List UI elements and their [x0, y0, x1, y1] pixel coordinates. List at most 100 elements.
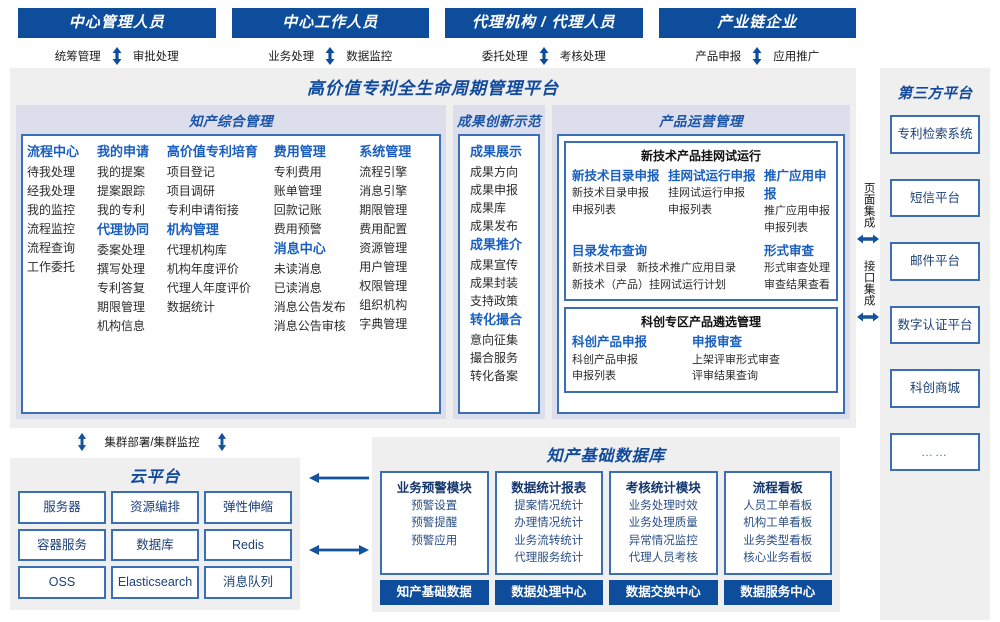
database-footer-service-center[interactable]: 数据服务中心 [723, 580, 832, 605]
menu-item[interactable]: 我的提案 [96, 165, 145, 180]
cloud-cell-orchestration[interactable]: 资源编排 [111, 491, 199, 524]
menu-item[interactable]: 转化备案 [470, 369, 519, 384]
menu-item[interactable]: 新技术推广应用目录 [637, 262, 736, 275]
menu-heading[interactable]: 转化撮合 [470, 312, 523, 328]
menu-item[interactable]: 组织机构 [359, 297, 408, 312]
menu-item[interactable]: 成果申报 [470, 183, 519, 198]
database-item[interactable]: 预警提醒 [411, 517, 458, 530]
menu-item[interactable]: 资源管理 [359, 240, 408, 255]
menu-item[interactable]: 账单管理 [273, 184, 322, 199]
menu-heading[interactable]: 消息中心 [273, 240, 326, 256]
menu-item[interactable]: 科创产品申报 [572, 353, 638, 366]
menu-heading[interactable]: 机构管理 [166, 222, 219, 237]
menu-item[interactable]: 上架评审形式审查 [692, 353, 780, 366]
database-footer-basic-data[interactable]: 知产基础数据 [380, 580, 489, 605]
role-chip-center-staff[interactable]: 中心工作人员 [231, 8, 429, 38]
menu-heading[interactable]: 目录发布查询 [572, 244, 648, 259]
database-item[interactable]: 提案情况统计 [514, 500, 584, 512]
menu-item[interactable]: 撮合服务 [470, 351, 519, 366]
menu-item[interactable]: 字典管理 [359, 316, 408, 331]
third-party-item-digital-cert[interactable]: 数字认证平台 [890, 305, 980, 344]
role-chip-agency[interactable]: 代理机构 / 代理人员 [445, 8, 643, 38]
menu-item[interactable]: 提案跟踪 [96, 184, 145, 199]
cloud-cell-container[interactable]: 容器服务 [18, 528, 106, 561]
menu-heading[interactable]: 新技术目录申报 [572, 169, 660, 183]
menu-item[interactable]: 期限管理 [359, 203, 408, 218]
database-item[interactable]: 业务流转统计 [514, 534, 584, 547]
menu-item[interactable]: 经我处理 [27, 184, 76, 199]
menu-item[interactable]: 新技术目录 [572, 262, 627, 275]
menu-item[interactable]: 成果库 [470, 201, 507, 216]
menu-item[interactable]: 申报列表 [764, 221, 808, 234]
menu-item[interactable]: 挂网试运行申报 [668, 187, 745, 200]
menu-item[interactable]: 消息公告发布 [273, 300, 346, 314]
database-item[interactable]: 预警应用 [411, 534, 458, 547]
database-item[interactable]: 人员工单看板 [743, 500, 813, 512]
menu-heading[interactable]: 高价值专利培育 [166, 144, 258, 159]
menu-item[interactable]: 成果宣传 [470, 258, 519, 273]
cloud-cell-database[interactable]: 数据库 [111, 528, 199, 561]
menu-item[interactable]: 数据统计 [166, 300, 215, 314]
cloud-cell-oss[interactable]: OSS [18, 566, 106, 599]
database-item[interactable]: 核心业务看板 [743, 552, 813, 565]
menu-item[interactable]: 流程查询 [27, 240, 76, 255]
menu-item[interactable]: 用户管理 [359, 259, 408, 274]
menu-item[interactable]: 期限管理 [96, 300, 145, 314]
database-item[interactable]: 预警设置 [411, 500, 458, 512]
database-item[interactable]: 异常情况监控 [628, 534, 698, 547]
menu-item[interactable]: 费用配置 [359, 222, 408, 236]
menu-item[interactable]: 申报列表 [572, 203, 616, 216]
cloud-cell-redis[interactable]: Redis [204, 528, 292, 561]
menu-item[interactable]: 意向征集 [470, 333, 519, 348]
menu-heading[interactable]: 形式审查 [764, 244, 815, 259]
menu-item[interactable]: 代理机构库 [166, 243, 227, 258]
third-party-item-sms[interactable]: 短信平台 [890, 178, 980, 217]
role-chip-center-manager[interactable]: 中心管理人员 [18, 8, 216, 38]
menu-item[interactable]: 我的监控 [27, 203, 76, 218]
menu-heading[interactable]: 系统管理 [359, 144, 412, 159]
menu-item[interactable]: 机构年度评价 [166, 262, 239, 277]
menu-item[interactable]: 我的专利 [96, 203, 145, 218]
third-party-item-patent-search[interactable]: 专利检索系统 [890, 115, 980, 154]
menu-heading[interactable]: 科创产品申报 [572, 335, 648, 350]
menu-item[interactable]: 待我处理 [27, 165, 76, 180]
menu-item[interactable]: 申报列表 [668, 203, 712, 216]
menu-item[interactable]: 成果发布 [470, 219, 519, 234]
third-party-item-kechuang-mall[interactable]: 科创商城 [890, 369, 980, 408]
menu-item[interactable]: 消息公告审核 [273, 318, 346, 333]
menu-item[interactable]: 新技术（产品）挂网试运行计划 [572, 278, 726, 291]
menu-item[interactable]: 评审结果查询 [692, 370, 758, 382]
cloud-cell-elasticsearch[interactable]: Elasticsearch [111, 566, 199, 599]
menu-item[interactable]: 委案处理 [96, 243, 145, 258]
menu-item[interactable]: 项目调研 [166, 184, 215, 199]
menu-item[interactable]: 撰写处理 [96, 262, 145, 277]
menu-item[interactable]: 形式审查处理 [764, 262, 830, 275]
database-item[interactable]: 业务处理质量 [628, 517, 698, 530]
menu-item[interactable]: 流程监控 [27, 222, 76, 236]
menu-heading[interactable]: 申报审查 [692, 335, 743, 350]
role-chip-industry-enterprise[interactable]: 产业链企业 [658, 8, 856, 38]
menu-heading[interactable]: 成果展示 [470, 144, 523, 159]
menu-item[interactable]: 专利费用 [273, 165, 322, 180]
menu-item[interactable]: 机构信息 [96, 318, 145, 333]
database-item[interactable]: 办理情况统计 [514, 517, 584, 530]
menu-heading[interactable]: 费用管理 [273, 144, 326, 159]
menu-item[interactable]: 权限管理 [359, 278, 408, 293]
database-footer-processing-center[interactable]: 数据处理中心 [494, 580, 603, 605]
menu-item[interactable]: 消息引擎 [359, 184, 408, 199]
menu-heading[interactable]: 挂网试运行申报 [668, 169, 756, 183]
database-footer-exchange-center[interactable]: 数据交换中心 [609, 580, 718, 605]
database-item[interactable]: 业务处理时效 [628, 500, 698, 512]
third-party-item-more[interactable]: …… [890, 432, 980, 471]
database-item[interactable]: 机构工单看板 [743, 517, 813, 530]
menu-item[interactable]: 申报列表 [572, 370, 616, 382]
menu-item[interactable]: 专利申请衔接 [166, 203, 239, 218]
third-party-item-email[interactable]: 邮件平台 [890, 242, 980, 281]
menu-heading[interactable]: 我的申请 [96, 144, 149, 159]
menu-item[interactable]: 新技术目录申报 [572, 187, 649, 200]
menu-heading[interactable]: 代理协同 [96, 222, 149, 237]
menu-item[interactable]: 代理人年度评价 [166, 281, 251, 296]
menu-item[interactable]: 回款记账 [273, 203, 322, 218]
menu-item[interactable]: 专利答复 [96, 281, 145, 296]
cloud-cell-message-queue[interactable]: 消息队列 [204, 566, 292, 599]
